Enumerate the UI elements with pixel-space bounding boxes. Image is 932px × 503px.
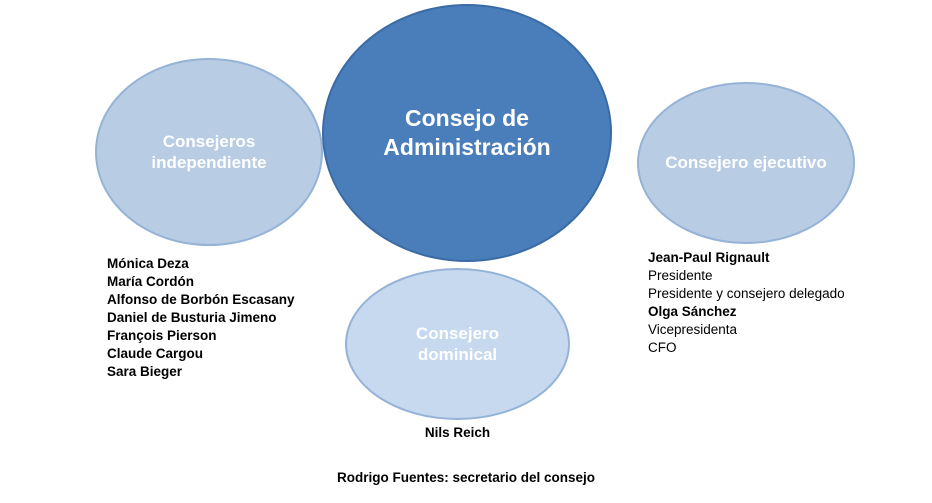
- footer-note: Rodrigo Fuentes: secretario del consejo: [336, 470, 596, 485]
- list-item-role: Presidente: [648, 267, 713, 283]
- list-item: Sara Bieger: [107, 363, 183, 379]
- bubble-consejero-ejecutivo: Consejero ejecutivo: [637, 82, 855, 244]
- list-item: Alfonso de Borbón Escasany: [107, 291, 295, 307]
- list-item: François Pierson: [107, 327, 217, 343]
- list-item-role: CFO: [648, 339, 677, 355]
- bubble-right-label: Consejero ejecutivo: [665, 153, 827, 173]
- bottom-member-label: Nils Reich: [424, 425, 491, 440]
- list-item: Mónica Deza: [107, 256, 189, 271]
- bubble-consejero-dominical: Consejero dominical: [345, 268, 570, 420]
- left-member-list: Mónica Deza María Cordón Alfonso de Borb…: [107, 255, 347, 381]
- bubble-bottom-label: Consejero dominical: [415, 323, 500, 364]
- list-item-role: Vicepresidenta: [648, 321, 738, 337]
- list-item: Daniel de Busturia Jimeno: [107, 309, 277, 325]
- list-item: Jean-Paul Rignault: [648, 250, 770, 265]
- list-item: Claude Cargou: [107, 345, 204, 361]
- right-member-list: Jean-Paul Rignault Presidente Presidente…: [648, 249, 908, 357]
- list-item-role: Presidente y consejero delegado: [648, 285, 845, 301]
- bubble-consejo-de-administracion: Consejo de Administración: [322, 4, 612, 262]
- list-item: María Cordón: [107, 273, 195, 289]
- bubble-center-label: Consejo de Administración: [383, 105, 551, 160]
- bubble-left-label: Consejeros independiente: [151, 131, 267, 172]
- list-item: Olga Sánchez: [648, 303, 737, 319]
- bubble-consejeros-independiente: Consejeros independiente: [95, 58, 323, 246]
